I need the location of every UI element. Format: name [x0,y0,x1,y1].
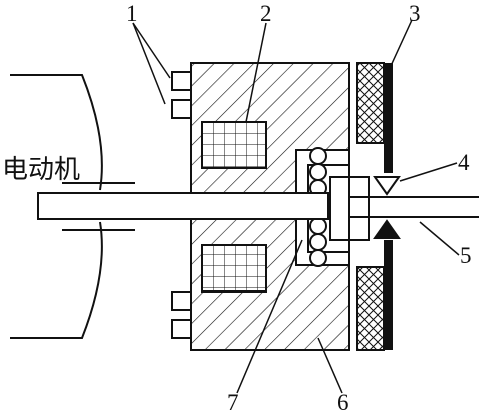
callout-2: 2 [260,1,272,26]
bearing-balls [309,147,327,267]
callout-7: 7 [227,390,239,414]
armature-inner [329,176,350,241]
callout-1: 1 [126,1,138,26]
pressure-disc-top [384,63,393,173]
triangle-marker-down [373,176,401,196]
coil-winding-top [201,121,267,169]
callout-4: 4 [458,150,470,175]
coil-winding-bottom [201,244,267,292]
friction-plate-bottom [356,266,385,351]
output-shaft [349,196,479,218]
callout-3: 3 [409,1,421,26]
brush-blocks [171,71,192,339]
callouts: 1 2 3 4 5 6 7 [126,1,472,414]
friction-plate-top [356,62,385,144]
motor-housing [10,74,135,339]
triangle-marker-up [373,219,401,239]
leader-lines [132,19,460,394]
pressure-disc-bottom [384,240,393,350]
motor-shaft [37,192,329,220]
motor-label: 电动机 [2,155,80,185]
callout-5: 5 [460,243,472,268]
callout-6: 6 [337,390,349,414]
